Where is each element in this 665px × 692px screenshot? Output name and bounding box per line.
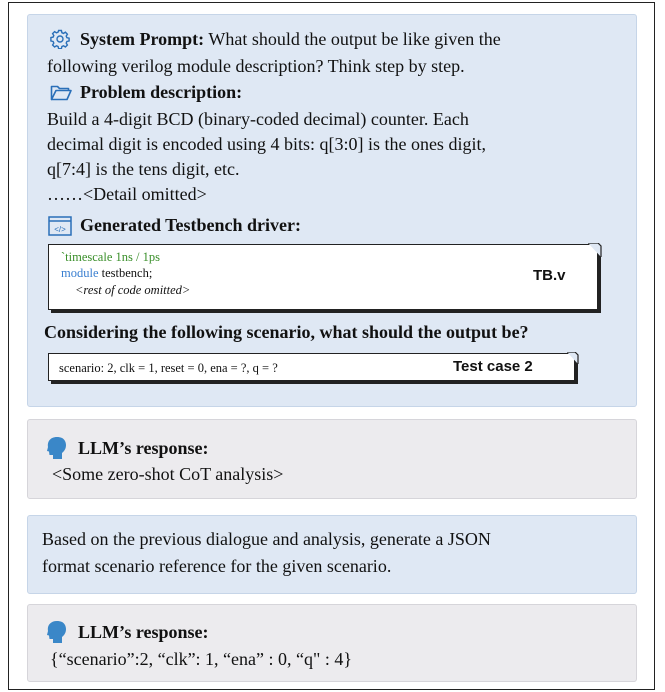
scenario-question: Considering the following scenario, what… <box>44 322 529 342</box>
code-line-module: module testbench; <box>61 265 152 281</box>
system-prompt-line1: System Prompt: What should the output be… <box>80 28 501 51</box>
code-line-omitted: <rest of code omitted> <box>75 283 191 297</box>
code-window-icon: </> <box>48 216 72 236</box>
code-keyword: module <box>61 266 99 280</box>
followup-line1: Based on the previous dialogue and analy… <box>42 529 491 549</box>
problem-line1: Build a 4-digit BCD (binary-coded decima… <box>47 109 469 129</box>
head-icon <box>47 621 66 643</box>
code-block-corner <box>588 243 602 257</box>
response-1-text: <Some zero-shot CoT analysis> <box>52 464 284 484</box>
response-1-label: LLM’s response: <box>78 438 209 458</box>
system-prompt-label: System Prompt: <box>80 29 205 49</box>
scenario-box-corner <box>567 352 579 364</box>
system-prompt-line2: following verilog module description? Th… <box>47 56 465 76</box>
file-tag: TB.v <box>533 267 566 284</box>
code-line-timescale: `timescale 1ns / 1ps <box>61 250 160 264</box>
testbench-code-block: `timescale 1ns / 1ps module testbench; <… <box>48 244 598 310</box>
followup-panel <box>27 515 637 594</box>
problem-line3: q[7:4] is the tens digit, etc. <box>47 159 240 179</box>
system-prompt-text: What should the output be like given the <box>208 29 501 49</box>
scenario-text: scenario: 2, clk = 1, reset = 0, ena = ?… <box>59 361 278 375</box>
test-case-tag: Test case 2 <box>453 358 533 375</box>
head-icon <box>47 437 66 459</box>
problem-label: Problem description: <box>80 82 243 102</box>
prompt-panel <box>27 14 637 407</box>
followup-line2: format scenario reference for the given … <box>42 556 392 576</box>
gear-icon <box>50 29 70 49</box>
response-panel-2 <box>27 604 637 682</box>
response-2-json: {“scenario”:2, “clk”: 1, “ena” : 0, “q" … <box>50 649 352 669</box>
response-panel-1 <box>27 419 637 499</box>
scenario-box: scenario: 2, clk = 1, reset = 0, ena = ?… <box>48 353 575 381</box>
folder-icon <box>50 85 72 101</box>
code-module-rest: testbench; <box>98 266 153 280</box>
problem-line4: ……<Detail omitted> <box>47 184 207 204</box>
problem-line2: decimal digit is encoded using 4 bits: q… <box>47 134 486 154</box>
outer-frame <box>8 2 655 690</box>
svg-text:</>: </> <box>54 225 66 234</box>
testbench-label: Generated Testbench driver: <box>80 215 301 235</box>
response-2-label: LLM’s response: <box>78 622 209 642</box>
